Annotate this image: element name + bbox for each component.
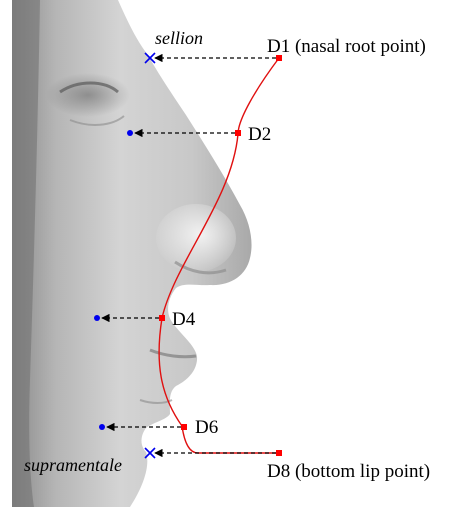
dot-d4	[94, 315, 100, 321]
label-d2: D2	[248, 124, 271, 145]
marker-d8	[276, 450, 282, 456]
label-d8: D8 (bottom lip point)	[267, 461, 430, 482]
eye-shade	[46, 73, 130, 117]
marker-d6	[181, 424, 187, 430]
dot-d2	[127, 130, 133, 136]
marker-d4	[159, 315, 165, 321]
label-d1: D1 (nasal root point)	[267, 36, 426, 57]
dot-d6	[99, 424, 105, 430]
label-d4: D4	[172, 309, 196, 330]
nose-highlight	[156, 204, 236, 272]
marker-d2	[235, 130, 241, 136]
label-sellion: sellion	[155, 28, 203, 48]
label-d6: D6	[195, 417, 218, 438]
label-supramentale: supramentale	[24, 455, 122, 475]
supramentale-cross-icon	[145, 448, 155, 458]
